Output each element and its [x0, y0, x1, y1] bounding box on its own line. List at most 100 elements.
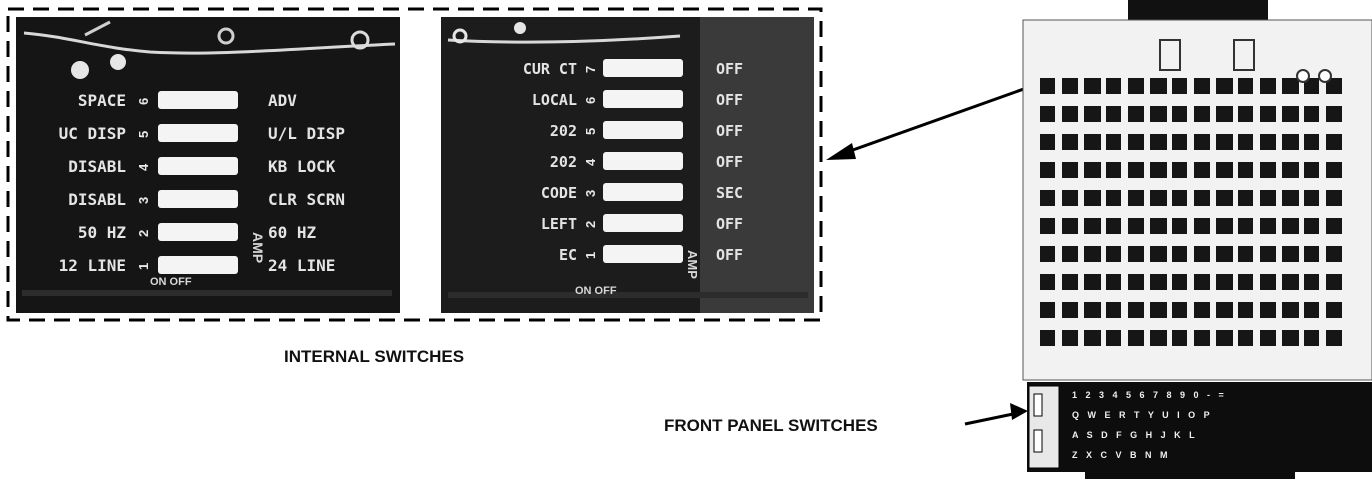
board-chip: [1150, 106, 1167, 122]
board-chip: [1062, 106, 1078, 122]
internal-switches-caption: INTERNAL SWITCHES: [284, 347, 464, 366]
left-left-label: DISABL: [68, 190, 126, 209]
right-right-label: SEC: [716, 184, 743, 202]
board-chip: [1216, 162, 1233, 178]
left-switch-slot: [158, 190, 238, 208]
left-switch-slot: [158, 256, 238, 274]
board-chip: [1216, 274, 1233, 290]
board-chip: [1172, 78, 1187, 94]
left-switch-number: 1: [136, 263, 151, 270]
board-chip: [1062, 246, 1078, 262]
board-chip: [1194, 218, 1210, 234]
board-chip: [1040, 134, 1055, 150]
board-chip: [1084, 246, 1101, 262]
right-left-label: LOCAL: [532, 91, 577, 109]
board-chip: [1062, 78, 1078, 94]
right-switch-slot: [603, 183, 683, 201]
board-chip: [1172, 218, 1187, 234]
right-right-label: OFF: [716, 91, 743, 109]
right-right-label: OFF: [716, 215, 743, 233]
board-chip: [1062, 162, 1078, 178]
board-chip: [1304, 274, 1319, 290]
board-chip: [1282, 78, 1299, 94]
keyboard-row: Q W E R T Y U I O P: [1072, 410, 1213, 420]
board-chip: [1194, 274, 1210, 290]
right-right-label: OFF: [716, 122, 743, 140]
left-right-label: U/L DISP: [268, 124, 345, 143]
left-switch-number: 6: [136, 98, 151, 105]
board-chip: [1106, 246, 1121, 262]
board-chip: [1172, 190, 1187, 206]
board-chip: [1128, 134, 1144, 150]
board-chip: [1106, 78, 1121, 94]
board-chip: [1238, 218, 1253, 234]
board-chip: [1150, 330, 1167, 346]
board-chip: [1084, 106, 1101, 122]
right-switch-number: 3: [583, 190, 598, 197]
board-chip: [1106, 274, 1121, 290]
board-chip: [1238, 302, 1253, 318]
right-on-off-label: ON OFF: [575, 285, 617, 297]
internal-arrow: [826, 83, 1036, 160]
board-chip: [1150, 274, 1167, 290]
right-switch-slot: [603, 90, 683, 108]
board-chip: [1062, 134, 1078, 150]
board-chip: [1150, 218, 1167, 234]
left-right-label: 24 LINE: [268, 256, 335, 275]
front-panel-caption: FRONT PANEL SWITCHES: [664, 416, 878, 435]
right-switch-number: 2: [583, 221, 598, 228]
board-chip: [1128, 302, 1144, 318]
board-chip: [1084, 330, 1101, 346]
board-chip: [1216, 302, 1233, 318]
board-chip: [1282, 106, 1299, 122]
board-chip: [1128, 218, 1144, 234]
board-chip: [1194, 162, 1210, 178]
left-right-label: CLR SCRN: [268, 190, 345, 209]
board-chip: [1172, 330, 1187, 346]
board-chip: [1172, 274, 1187, 290]
board-chip: [1304, 162, 1319, 178]
board-chip: [1194, 134, 1210, 150]
board-chip: [1326, 274, 1342, 290]
board-chip: [1194, 246, 1210, 262]
board-chip: [1282, 274, 1299, 290]
left-right-label: ADV: [268, 91, 297, 110]
right-switch-number: 5: [583, 128, 598, 135]
board-chip: [1238, 134, 1253, 150]
board-chip: [1194, 78, 1210, 94]
board-chip: [1238, 190, 1253, 206]
board-chip: [1282, 302, 1299, 318]
right-left-label: EC: [559, 246, 577, 264]
board-chip: [1128, 330, 1144, 346]
left-amp-marker: AMP: [250, 232, 266, 263]
board-chip: [1326, 134, 1342, 150]
board-chip: [1106, 162, 1121, 178]
board-chip: [1304, 246, 1319, 262]
right-right-label: OFF: [716, 153, 743, 171]
board-chip: [1128, 274, 1144, 290]
left-switch-slot: [158, 223, 238, 241]
board-chip: [1172, 246, 1187, 262]
keyboard-row: Z X C V B N M: [1072, 450, 1171, 460]
board-chip: [1260, 190, 1276, 206]
board-chip: [1106, 190, 1121, 206]
board-chip: [1150, 246, 1167, 262]
board-chip: [1040, 246, 1055, 262]
right-left-label: CODE: [541, 184, 577, 202]
board-chip: [1040, 218, 1055, 234]
board-chip: [1040, 190, 1055, 206]
board-chip: [1260, 302, 1276, 318]
keyboard-row: A S D F G H J K L: [1072, 430, 1198, 440]
board-chip: [1326, 162, 1342, 178]
board-chip: [1326, 190, 1342, 206]
board-chip: [1238, 246, 1253, 262]
